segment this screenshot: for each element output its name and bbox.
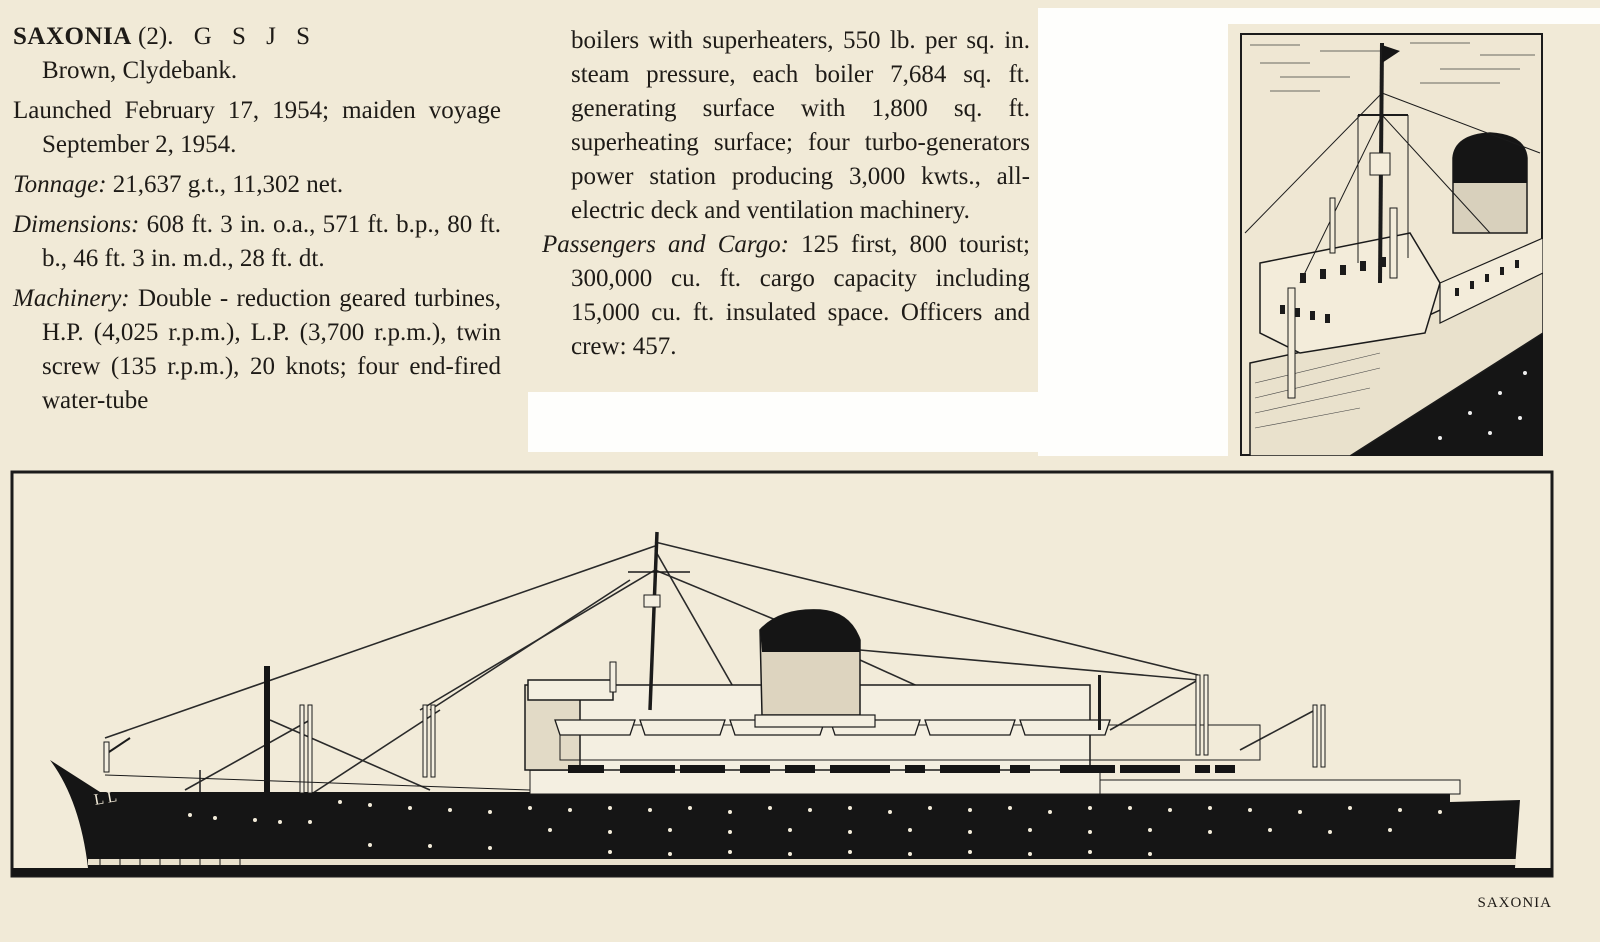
passengers-label: Passengers and Cargo: bbox=[542, 231, 789, 258]
inset-ship-illustration bbox=[1240, 33, 1543, 456]
ship-profile-illustration: L L bbox=[10, 470, 1554, 878]
machinery: Machinery: Double - reduction geared tur… bbox=[13, 285, 501, 414]
blank-area-right bbox=[1038, 8, 1228, 456]
blank-area-below-text bbox=[528, 392, 1228, 452]
ship-name: SAXONIA bbox=[13, 23, 132, 50]
text-column-left: SAXONIA (2). G S J S Brown, Clydebank. L… bbox=[13, 20, 501, 418]
ship-number: (2). bbox=[138, 23, 174, 50]
tonnage-value: 21,637 g.t., 11,302 net. bbox=[112, 171, 344, 198]
builder: Brown, Clydebank. bbox=[42, 57, 238, 84]
launch-info: Launched February 17, 1954; maiden voyag… bbox=[13, 97, 501, 158]
tonnage-label: Tonnage: bbox=[13, 171, 107, 198]
blank-area-top-right bbox=[1228, 8, 1600, 24]
ship-heading: SAXONIA (2). G S J S bbox=[13, 20, 501, 54]
machinery-label: Machinery: bbox=[13, 285, 130, 312]
text-column-middle: boilers with superheaters, 550 lb. per s… bbox=[542, 24, 1030, 364]
machinery-continued: boilers with superheaters, 550 lb. per s… bbox=[571, 27, 1030, 224]
tonnage: Tonnage: 21,637 g.t., 11,302 net. bbox=[13, 168, 501, 202]
passengers-cargo: Passengers and Cargo: 125 first, 800 tou… bbox=[542, 231, 1031, 360]
dimensions: Dimensions: 608 ft. 3 in. o.a., 571 ft. … bbox=[13, 211, 501, 272]
signal-letters: G S J S bbox=[193, 23, 318, 50]
dimensions-label: Dimensions: bbox=[13, 211, 140, 238]
illustration-caption: SAXONIA bbox=[1477, 895, 1552, 911]
svg-text:L L: L L bbox=[93, 788, 119, 809]
